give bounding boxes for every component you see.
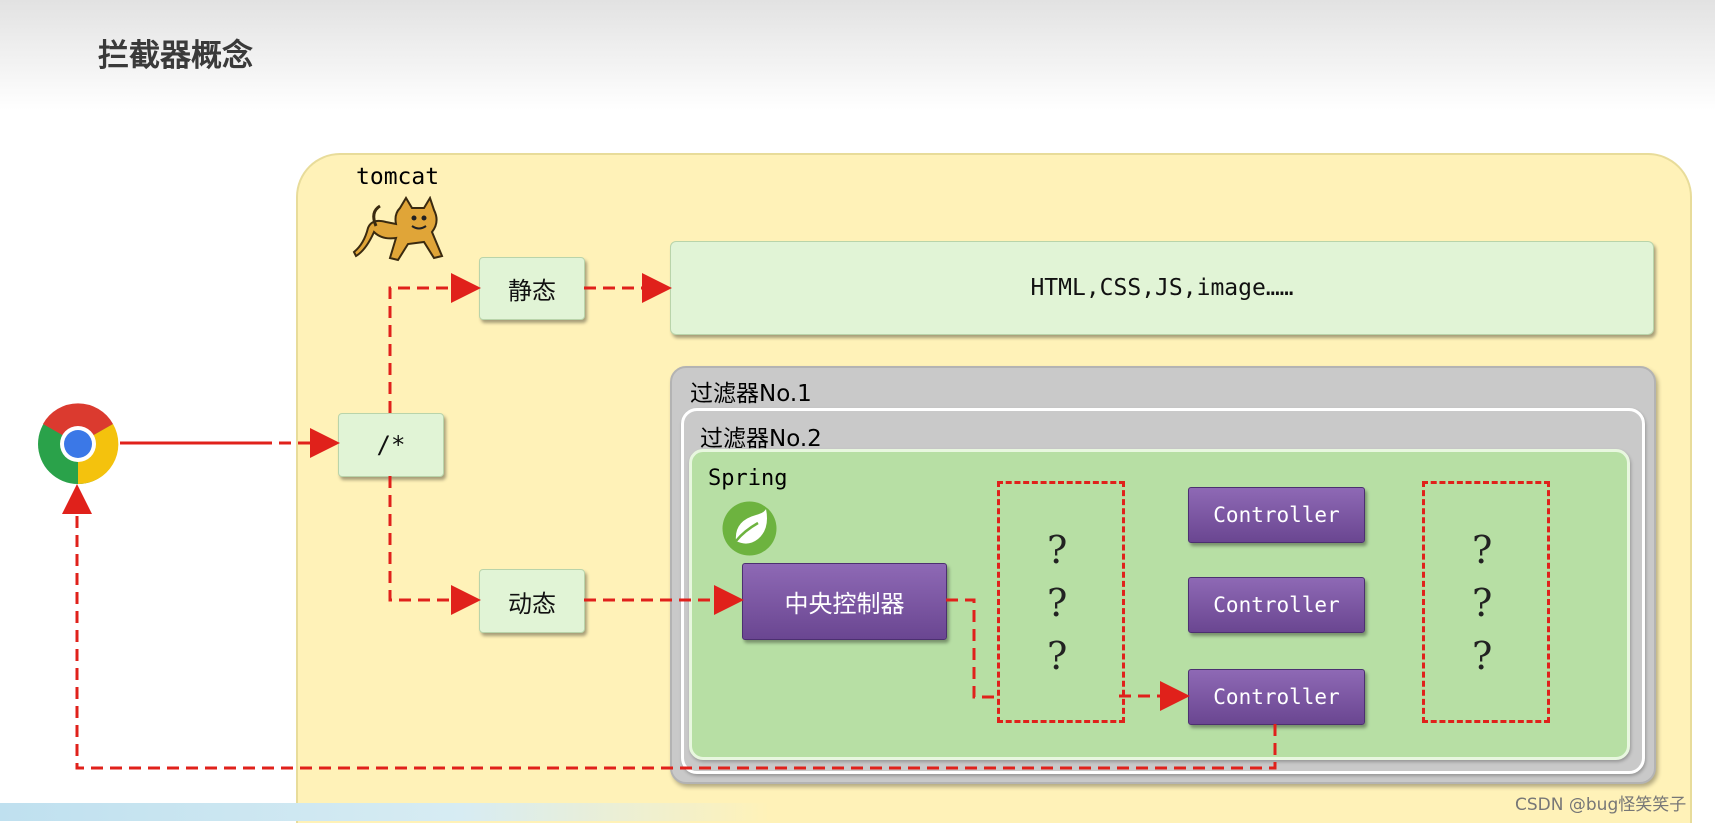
- unknown-right-2: ?: [1472, 581, 1493, 625]
- controller-2: Controller: [1188, 577, 1365, 633]
- tomcat-cat-icon: [352, 196, 444, 262]
- static-resources-box: HTML,CSS,JS,image……: [670, 241, 1654, 335]
- static-box: 静态: [479, 257, 585, 320]
- spring-leaf-icon: [722, 501, 777, 556]
- watermark: CSDN @bug怪笑笑子: [1515, 795, 1687, 815]
- dispatcher-box: 中央控制器: [742, 563, 947, 640]
- unknown-right-3: ?: [1472, 634, 1493, 678]
- unknown-right-1: ?: [1472, 528, 1493, 572]
- tomcat-label: tomcat: [356, 164, 440, 190]
- spring-label: Spring: [708, 466, 788, 491]
- filter-1-label: 过滤器No.1: [690, 381, 812, 407]
- dynamic-box: 动态: [479, 569, 585, 633]
- unknown-left-2: ?: [1047, 581, 1068, 625]
- chrome-icon: [38, 403, 119, 485]
- unknown-box-right: [1422, 481, 1550, 723]
- unknown-left-1: ?: [1047, 528, 1068, 572]
- controller-3: Controller: [1188, 669, 1365, 725]
- title-bar: [0, 0, 1715, 110]
- bottom-decoration: [0, 803, 770, 821]
- unknown-box-left: [997, 481, 1125, 723]
- page-title: 拦截器概念: [98, 38, 253, 74]
- controller-1: Controller: [1188, 487, 1365, 543]
- unknown-left-3: ?: [1047, 634, 1068, 678]
- filter-2-label: 过滤器No.2: [700, 426, 822, 452]
